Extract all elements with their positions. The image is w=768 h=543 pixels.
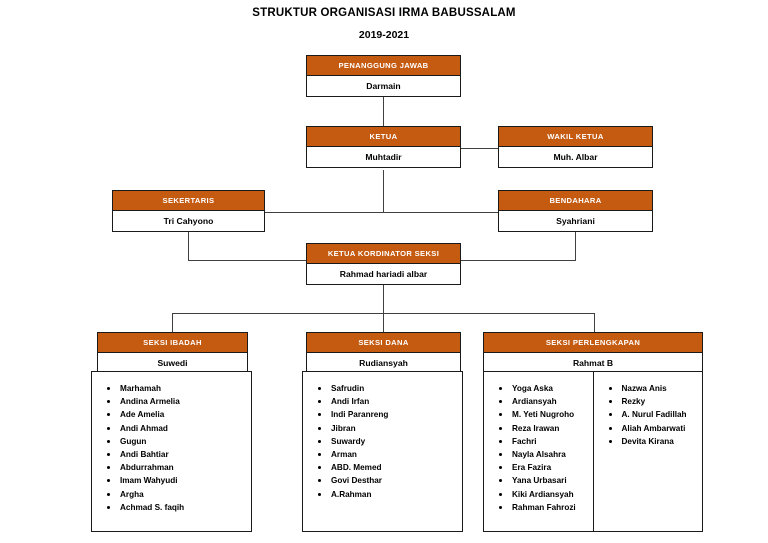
member-item: Argha — [98, 488, 247, 501]
node-seksi-perlengkapan-role: SEKSI PERLENGKAPAN — [484, 333, 702, 353]
node-koordinator-seksi-name: Rahmad hariadi albar — [307, 264, 460, 284]
node-wakil-ketua-role: WAKIL KETUA — [499, 127, 652, 147]
member-item: A.Rahman — [309, 488, 458, 501]
member-item: Ardiansyah — [490, 395, 589, 408]
connector-spine-to-dana — [383, 313, 384, 332]
member-item: M. Yeti Nugroho — [490, 408, 589, 421]
member-item: Devita Kirana — [600, 435, 699, 448]
member-item: Yana Urbasari — [490, 474, 589, 487]
member-item: Rahman Fahrozi — [490, 501, 589, 514]
connector-sekertaris-to-koordinator — [188, 260, 308, 261]
member-item: Safrudin — [309, 382, 458, 395]
node-bendahara-role: BENDAHARA — [499, 191, 652, 211]
node-ketua[interactable]: KETUA Muhtadir — [306, 126, 461, 168]
connector-spine-sekertaris-bendahara — [265, 212, 498, 213]
node-koordinator-seksi-role: KETUA KORDINATOR SEKSI — [307, 244, 460, 264]
member-item: A. Nurul Fadillah — [600, 408, 699, 421]
member-item: Nazwa Anis — [600, 382, 699, 395]
connector-bendahara-to-koordinator — [458, 260, 576, 261]
member-item: Ade Amelia — [98, 408, 247, 421]
member-item: Fachri — [490, 435, 589, 448]
connector-bendahara-down — [575, 228, 576, 260]
node-wakil-ketua-name: Muh. Albar — [499, 147, 652, 167]
member-item: Marhamah — [98, 382, 247, 395]
connector-spine-to-perlengkapan — [594, 313, 595, 332]
member-item: Andi Irfan — [309, 395, 458, 408]
member-item: Gugun — [98, 435, 247, 448]
member-item: Andi Ahmad — [98, 422, 247, 435]
node-sekertaris-name: Tri Cahyono — [113, 211, 264, 231]
member-item: Suwardy — [309, 435, 458, 448]
member-item: Kiki Ardiansyah — [490, 488, 589, 501]
node-penanggung-jawab-role: PENANGGUNG JAWAB — [307, 56, 460, 76]
member-item: Nayla Alsahra — [490, 448, 589, 461]
member-item: Reza Irawan — [490, 422, 589, 435]
node-seksi-perlengkapan[interactable]: SEKSI PERLENGKAPAN Rahmat B — [483, 332, 703, 374]
node-bendahara[interactable]: BENDAHARA Syahriani — [498, 190, 653, 232]
node-seksi-ibadah-name: Suwedi — [98, 353, 247, 373]
node-seksi-perlengkapan-name: Rahmat B — [484, 353, 702, 373]
connector-pj-to-ketua — [383, 96, 384, 126]
member-item: Yoga Aska — [490, 382, 589, 395]
node-koordinator-seksi[interactable]: KETUA KORDINATOR SEKSI Rahmad hariadi al… — [306, 243, 461, 285]
member-item: Era Fazira — [490, 461, 589, 474]
node-wakil-ketua[interactable]: WAKIL KETUA Muh. Albar — [498, 126, 653, 168]
connector-koordinator-down — [383, 285, 384, 313]
node-bendahara-name: Syahriani — [499, 211, 652, 231]
node-seksi-ibadah-role: SEKSI IBADAH — [98, 333, 247, 353]
connector-sekertaris-down — [188, 228, 189, 260]
node-sekertaris[interactable]: SEKERTARIS Tri Cahyono — [112, 190, 265, 232]
page-subtitle: 2019-2021 — [358, 29, 410, 41]
member-item: Jibran — [309, 422, 458, 435]
node-penanggung-jawab[interactable]: PENANGGUNG JAWAB Darmain — [306, 55, 461, 97]
member-item: Abdurrahman — [98, 461, 247, 474]
node-seksi-ibadah[interactable]: SEKSI IBADAH Suwedi — [97, 332, 248, 374]
member-item: Achmad S. faqih — [98, 501, 247, 514]
member-item: Govi Desthar — [309, 474, 458, 487]
node-ketua-name: Muhtadir — [307, 147, 460, 167]
member-item: Andina Armelia — [98, 395, 247, 408]
member-item: Aliah Ambarwati — [600, 422, 699, 435]
connector-spine-to-ibadah — [172, 313, 173, 332]
node-sekertaris-role: SEKERTARIS — [113, 191, 264, 211]
member-item: Imam Wahyudi — [98, 474, 247, 487]
connector-ketua-down — [383, 170, 384, 212]
node-seksi-dana[interactable]: SEKSI DANA Rudiansyah — [306, 332, 461, 374]
member-item: ABD. Memed — [309, 461, 458, 474]
node-seksi-dana-name: Rudiansyah — [307, 353, 460, 373]
connector-ketua-to-wakil — [460, 148, 498, 149]
member-item: Rezky — [600, 395, 699, 408]
node-penanggung-jawab-name: Darmain — [307, 76, 460, 96]
member-item: Arman — [309, 448, 458, 461]
page-title: STRUKTUR ORGANISASI IRMA BABUSSALAM — [252, 7, 516, 19]
node-ketua-role: KETUA — [307, 127, 460, 147]
member-item: Andi Bahtiar — [98, 448, 247, 461]
member-item: Indi Paranreng — [309, 408, 458, 421]
node-seksi-dana-role: SEKSI DANA — [307, 333, 460, 353]
